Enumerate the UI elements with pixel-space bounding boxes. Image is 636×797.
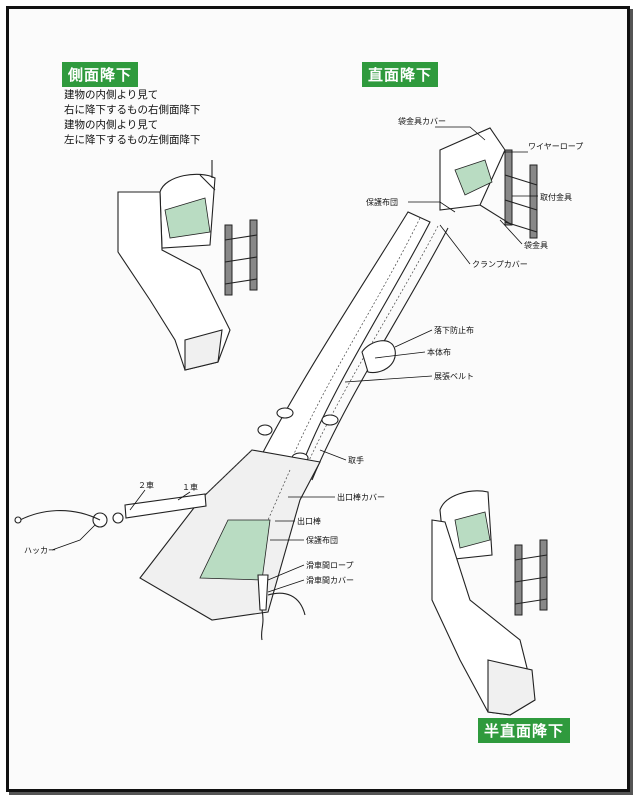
- label-bag-fitting: 袋金具: [524, 240, 548, 250]
- label-clamp-cover: クランプカバー: [472, 260, 528, 269]
- half-direct-unit: [431, 490, 548, 716]
- label-exit-cover: 出口棒カバー: [337, 492, 385, 502]
- label-exit-bar: 出口棒: [297, 516, 321, 526]
- leader-lines: [51, 126, 538, 593]
- side-unit: [117, 160, 258, 371]
- label-body-cloth: 本体布: [427, 347, 451, 357]
- desc-line: 建物の内側より見て: [64, 119, 159, 131]
- label-protect-top: 保護布団: [366, 197, 398, 207]
- label-hook: ハッカー: [24, 546, 56, 555]
- label-protect-bottom: 保護布団: [306, 535, 338, 545]
- desc-line: 右に降下するもの右側面降下: [64, 104, 201, 116]
- label-pulley-cover: 滑車間カバー: [306, 575, 354, 585]
- label-fall-prevent: 落下防止布: [434, 325, 474, 335]
- tag-direct-descent: 直面降下: [362, 62, 439, 87]
- tag-side-descent: 側面降下: [62, 62, 139, 87]
- label-belt: 展張ベルト: [434, 372, 474, 381]
- label-mount: 取付金具: [540, 192, 572, 202]
- label-pulley-rope: 滑車間ロープ: [306, 560, 354, 570]
- label-wire-rope: ワイヤーロープ: [528, 142, 583, 151]
- desc-line: 建物の内側より見て: [64, 89, 159, 101]
- part-labels: 袋金具カバー ワイヤーロープ 取付金具 保護布団 袋金具 クランプカバー 落下防…: [24, 116, 583, 585]
- side-description: 建物の内側より見て 右に降下するもの右側面降下 建物の内側より見て 左に降下する…: [64, 88, 201, 148]
- label-car2: ２車: [138, 480, 154, 490]
- label-bag-cover: 袋金具カバー: [398, 116, 446, 126]
- desc-line: 左に降下するもの左側面降下: [64, 134, 201, 146]
- tag-half-direct-descent: 半直面降下: [478, 718, 571, 743]
- label-handle: 取手: [348, 455, 364, 465]
- label-car1: １車: [182, 482, 198, 492]
